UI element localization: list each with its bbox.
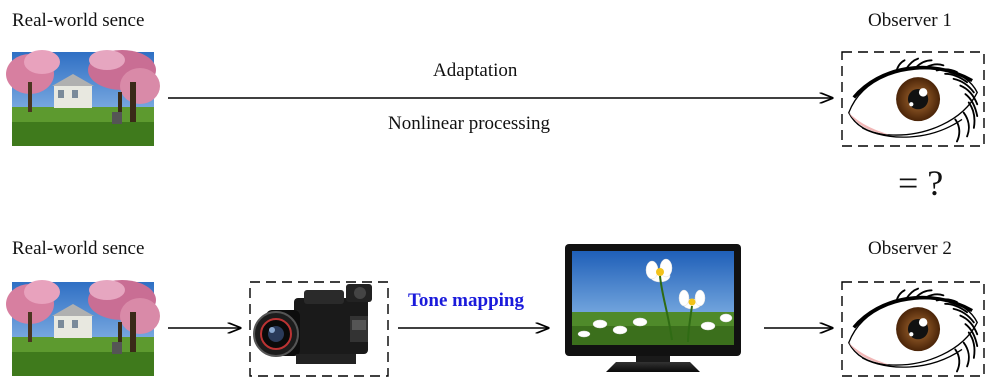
- video-camera-icon: [249, 281, 389, 377]
- scene-label-top: Real-world sence: [12, 10, 145, 31]
- nonlinear-processing-label: Nonlinear processing: [388, 113, 550, 134]
- eye-icon-observer-2: [841, 281, 985, 377]
- adaptation-label: Adaptation: [433, 60, 518, 81]
- scene-label-bottom: Real-world sence: [12, 238, 145, 259]
- scene-image-bottom: [6, 280, 160, 376]
- observer-label-1: Observer 1: [868, 10, 952, 31]
- tv-monitor-icon: [565, 244, 741, 372]
- equality-question: = ?: [898, 163, 944, 203]
- tone-mapping-label: Tone mapping: [408, 290, 524, 311]
- eye-icon: [841, 51, 985, 147]
- scene-image-top: [6, 50, 160, 146]
- observer-label-2: Observer 2: [868, 238, 952, 259]
